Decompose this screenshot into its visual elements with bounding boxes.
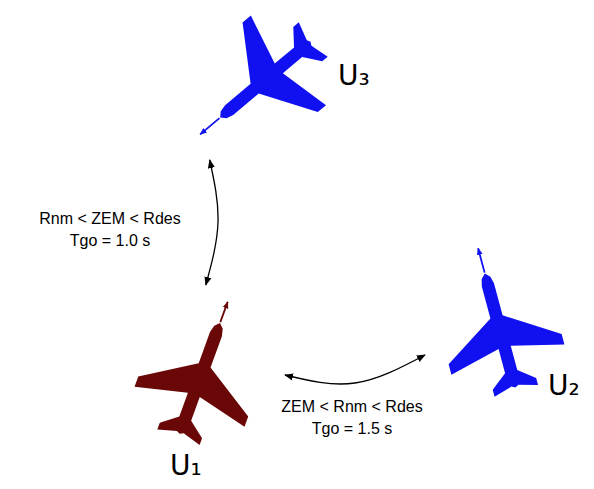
velocity-vector bbox=[200, 118, 219, 134]
aircraft-node: U₃ bbox=[185, 4, 375, 160]
velocity-vector bbox=[478, 248, 485, 272]
relation-arrow bbox=[285, 355, 425, 384]
separation-condition-label: Rnm < ZEM < Rdes Tgo = 1.0 s bbox=[35, 208, 185, 253]
separation-condition-label: ZEM < Rnm < Rdes Tgo = 1.5 s bbox=[277, 396, 427, 441]
relation-arrow bbox=[206, 160, 218, 285]
aircraft-node: U₂ bbox=[425, 255, 585, 410]
velocity-vector bbox=[220, 302, 227, 322]
aircraft-label: U₁ bbox=[170, 452, 202, 480]
aircraft-label: U₃ bbox=[338, 62, 370, 90]
aircraft-label: U₂ bbox=[548, 372, 580, 400]
aircraft-symbol bbox=[123, 282, 282, 457]
aircraft-body bbox=[123, 303, 274, 457]
aircraft-body bbox=[183, 0, 351, 162]
aircraft-node: U₁ bbox=[120, 285, 285, 485]
aircraft-symbol bbox=[163, 0, 351, 179]
